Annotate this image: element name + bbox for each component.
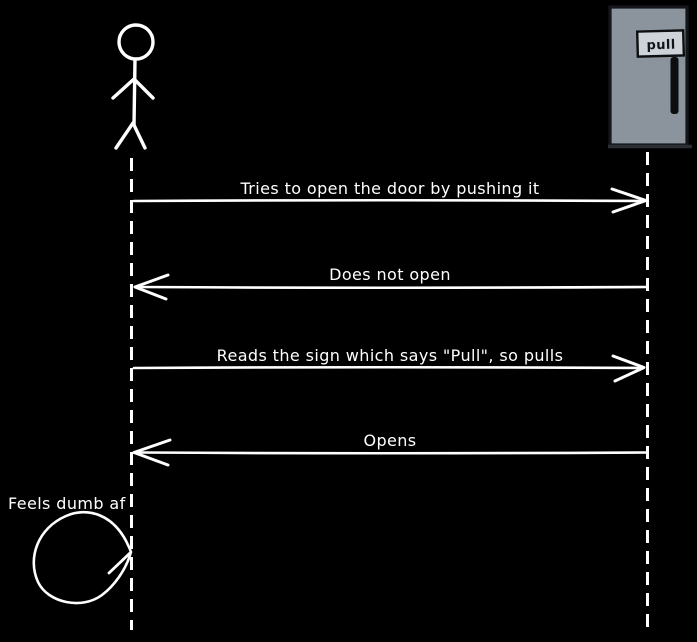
actor-door-figure: pull [608,5,692,149]
door-handle-icon [670,57,679,114]
message-5-self-loop [32,510,133,605]
message-2-arrowhead-left-icon [133,273,170,301]
message-3-label: Reads the sign which says "Pull", so pul… [217,346,564,365]
message-2-label: Does not open [329,265,451,284]
door-sign [635,29,686,58]
actor-person-figure [111,23,155,150]
message-2-line [135,285,649,290]
message-4 [132,438,649,467]
message-3-line [132,365,642,370]
message-1-label: Tries to open the door by pushing it [239,179,539,198]
message-3-arrowhead-right-icon [611,354,646,383]
message-2 [133,273,649,301]
message-4-line [137,451,649,455]
person-legs-icon [114,121,147,150]
message-5-arrowhead-icon [107,551,132,575]
message-5-label: Feels dumb af [8,494,126,513]
message-1-line [132,198,645,203]
message-4-label: Opens [363,431,416,450]
person-body-icon [132,57,137,127]
door-sign-label: pull [646,38,675,54]
message-3 [132,354,646,383]
message-4-arrowhead-left-icon [132,438,172,467]
message-1 [132,187,648,214]
person-arms-icon [111,77,155,100]
message-1-arrowhead-right-icon [610,187,648,214]
message-5-loop-line [32,510,133,605]
